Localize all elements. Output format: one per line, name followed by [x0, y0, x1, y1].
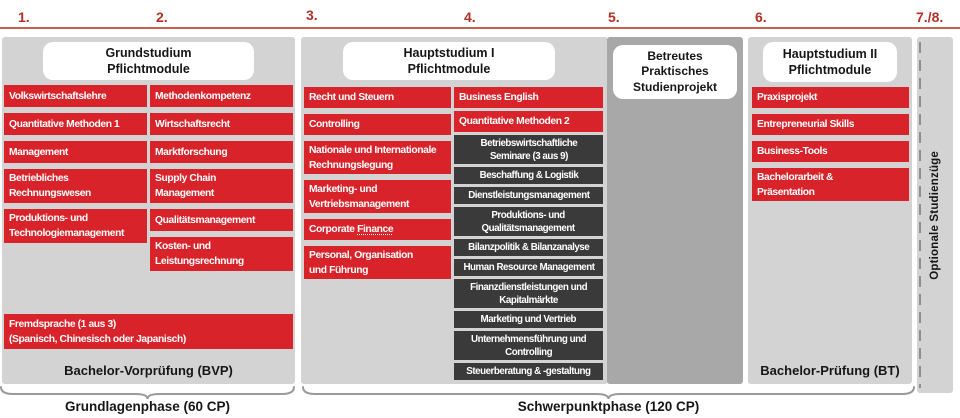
- module-box: Volkswirtschaftslehre: [4, 85, 147, 107]
- grundstudium-column-2: Methodenkompetenz Wirtschaftsrecht Markt…: [150, 85, 293, 271]
- elective-module-box: Produktions- und Qualitätsmanagement: [454, 207, 603, 236]
- module-box-fremdsprache: Fremdsprache (1 aus 3) (Spanisch, Chines…: [4, 314, 293, 349]
- module-box: Betriebliches Rechnungswesen: [4, 169, 147, 203]
- panel-title-studienprojekt: Betreutes Praktisches Studienprojekt: [613, 45, 737, 99]
- module-box: Kosten- und Leistungsrechnung: [150, 237, 293, 271]
- module-box: Praxisprojekt: [752, 87, 909, 108]
- module-box: Business-Tools: [752, 141, 909, 162]
- module-box: Wirtschaftsrecht: [150, 113, 293, 135]
- elective-module-box: Human Resource Management: [454, 259, 603, 276]
- brace-schwerpunktphase: [302, 386, 915, 400]
- elective-module-box: Marketing und Vertrieb: [454, 311, 603, 328]
- panel-title-grundstudium: Grundstudium Pflichtmodule: [43, 42, 254, 80]
- module-box: Quantitative Methoden 1: [4, 113, 147, 135]
- semester-label-5: 5.: [608, 9, 620, 25]
- panel-title-hauptstudium-2: Hauptstudium II Pflichtmodule: [763, 42, 897, 82]
- module-box: Methodenkompetenz: [150, 85, 293, 107]
- module-label-underlined: Finance: [357, 224, 394, 235]
- bachelor-pruefung-label: Bachelor-Prüfung (BT): [760, 363, 900, 378]
- elective-module-box: Steuerberatung & -gestaltung: [454, 363, 603, 380]
- grundstudium-column-1: Volkswirtschaftslehre Quantitative Metho…: [4, 85, 147, 243]
- panel-hauptstudium-1: Hauptstudium I Pflichtmodule Recht und S…: [301, 37, 608, 384]
- semester-label-6: 6.: [755, 9, 767, 25]
- module-box: Recht und Steuern: [304, 87, 451, 108]
- optionale-studienzuege-label: Optionale Studienzüge: [929, 150, 941, 280]
- hauptstudium1-column-2: Business English Quantitative Methoden 2…: [454, 87, 603, 380]
- panel-grundstudium: Grundstudium Pflichtmodule Volkswirtscha…: [2, 37, 295, 384]
- elective-module-box: Unternehmensführung und Controlling: [454, 331, 603, 360]
- semester-label-2: 2.: [156, 9, 168, 25]
- grundlagenphase-label: Grundlagenphase (60 CP): [64, 399, 231, 414]
- dashed-divider: [919, 42, 921, 388]
- module-box: Quantitative Methoden 2: [454, 111, 603, 132]
- elective-module-box: Betriebswirtschaftliche Seminare (3 aus …: [454, 135, 603, 164]
- brace-grundlagenphase: [0, 386, 295, 400]
- semester-label-7-8: 7./8.: [916, 9, 944, 25]
- module-box: Marktforschung: [150, 141, 293, 163]
- elective-module-box: Bilanzpolitik & Bilanzanalyse: [454, 239, 603, 256]
- module-box: Nationale und Internationale Rechnungsle…: [304, 141, 451, 174]
- panel-hauptstudium-2: Hauptstudium II Pflichtmodule Praxisproj…: [748, 37, 912, 384]
- panel-studienprojekt: Betreutes Praktisches Studienprojekt: [607, 37, 743, 384]
- schwerpunktphase-label: Schwerpunktphase (120 CP): [517, 399, 700, 414]
- timeline-rule: [0, 27, 960, 29]
- module-box: Business English: [454, 87, 603, 108]
- elective-module-box: Dienstleistungsmanagement: [454, 187, 603, 204]
- module-box: Supply Chain Management: [150, 169, 293, 203]
- module-box: Qualitätsmanagement: [150, 209, 293, 231]
- hauptstudium1-column-1: Recht und Steuern Controlling Nationale …: [304, 87, 451, 279]
- semester-label-4: 4.: [464, 9, 476, 25]
- panel-optionale-studienzuege: Optionale Studienzüge: [917, 37, 953, 393]
- module-box: Entrepreneurial Skills: [752, 114, 909, 135]
- module-box: Bachelorarbeit & Präsentation: [752, 168, 909, 201]
- module-box: Personal, Organisation und Führung: [304, 246, 451, 279]
- hauptstudium2-column: Praxisprojekt Entrepreneurial Skills Bus…: [752, 87, 909, 201]
- module-box: Marketing- und Vertriebsmanagement: [304, 180, 451, 213]
- bachelor-vorpruefung-label: Bachelor-Vorprüfung (BVP): [64, 363, 233, 378]
- panel-title-hauptstudium-1: Hauptstudium I Pflichtmodule: [343, 42, 555, 80]
- optionale-label-wrap: Optionale Studienzüge: [917, 37, 953, 393]
- module-box: Produktions- und Technologiemanagement: [4, 209, 147, 243]
- module-box: Controlling: [304, 114, 451, 135]
- module-box-corporate-finance: Corporate Finance: [304, 219, 451, 240]
- module-label: Corporate: [309, 224, 358, 235]
- semester-label-1: 1.: [18, 9, 30, 25]
- module-box: Management: [4, 141, 147, 163]
- elective-module-box: Beschaffung & Logistik: [454, 167, 603, 184]
- elective-module-box: Finanzdienstleistungen und Kapitalmärkte: [454, 279, 603, 308]
- semester-label-3: 3.: [306, 7, 318, 23]
